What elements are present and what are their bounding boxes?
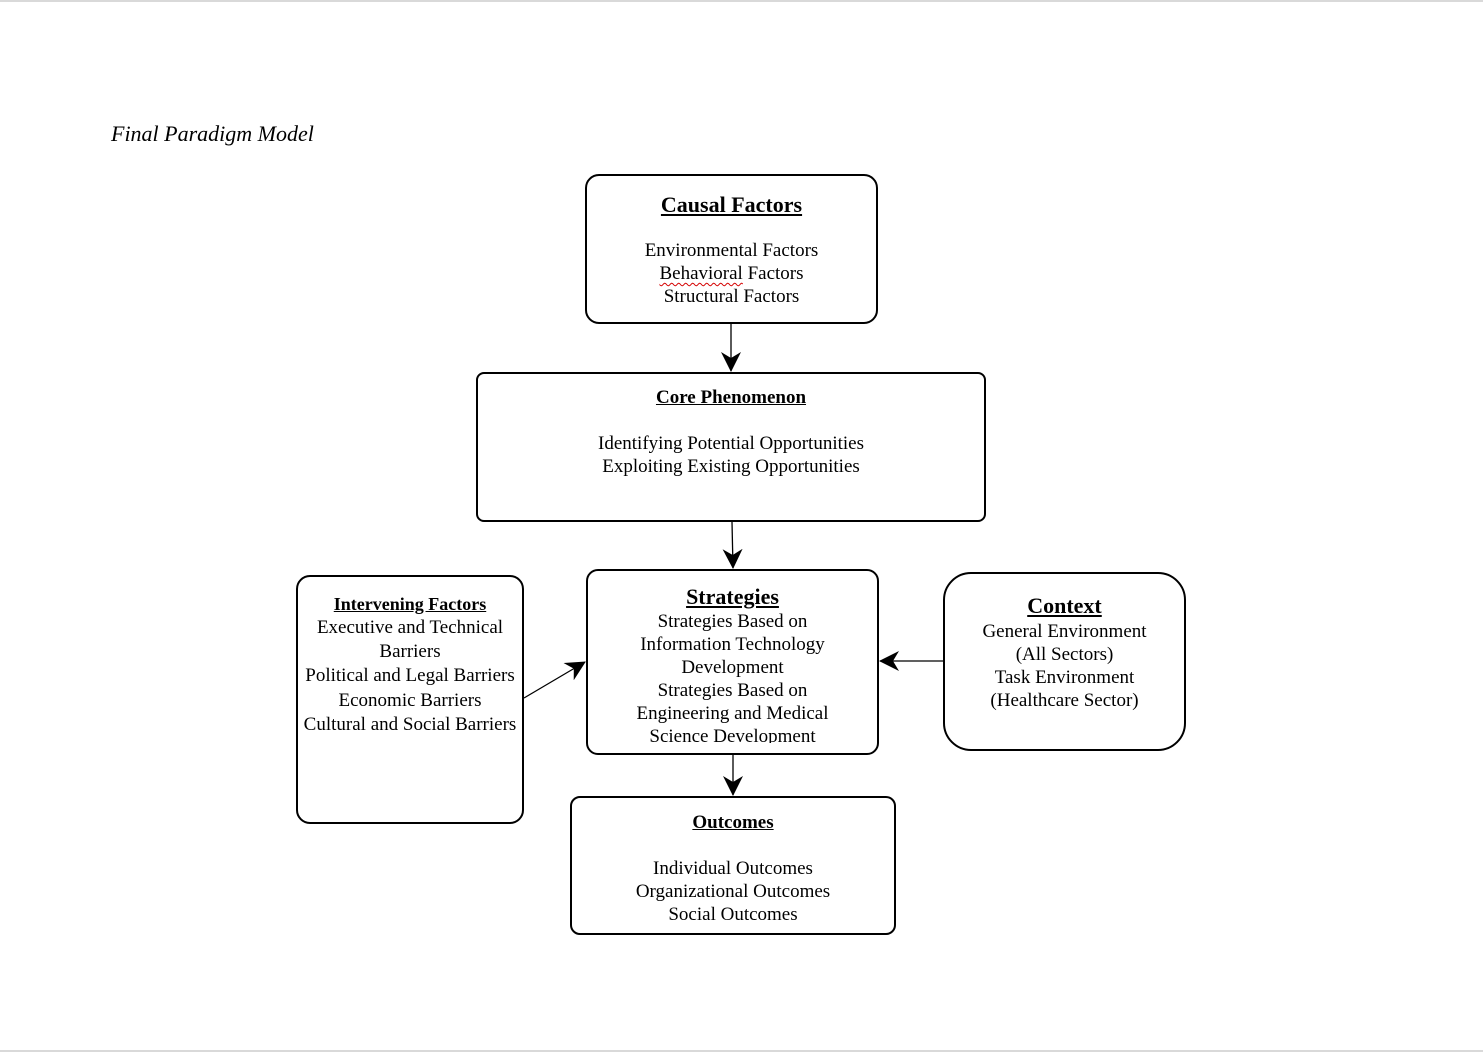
strategy-item: Engineering and Medical	[636, 703, 829, 724]
outcome-item: Organizational Outcomes	[635, 881, 831, 902]
arrow-intervening-to-strategies	[523, 661, 586, 699]
spellcheck-flagged-word: Behavioral	[659, 263, 743, 284]
core-phenomenon-box: Core Phenomenon Identifying Potential Op…	[476, 372, 986, 522]
figure-title: Final Paradigm Model	[111, 121, 314, 146]
outcomes-heading: Outcomes	[692, 812, 774, 833]
context-item: Task Environment	[994, 667, 1135, 688]
strategies-heading: Strategies	[686, 584, 779, 609]
intervening-factor-item: Economic Barriers	[338, 689, 482, 711]
intervening-factor-item: Cultural and Social Barriers	[303, 713, 517, 735]
strategy-item: Development	[681, 657, 784, 678]
core-phenomenon-heading: Core Phenomenon	[655, 387, 807, 408]
context-list: General Environment (All Sectors) Task E…	[945, 620, 1184, 712]
strategy-item: Strategies Based on	[657, 611, 808, 632]
strategy-item: Science Development	[649, 726, 816, 743]
strategy-item: Information Technology	[640, 634, 825, 655]
outcomes-box: Outcomes Individual Outcomes Organizatio…	[570, 796, 896, 935]
strategies-box: Strategies Strategies Based on Informati…	[586, 569, 879, 755]
outcome-item: Social Outcomes	[668, 904, 798, 925]
context-heading: Context	[1027, 593, 1102, 618]
core-phenomenon-item: Exploiting Existing Opportunities	[602, 456, 860, 477]
intervening-factors-heading: Intervening Factors	[333, 594, 487, 614]
outcome-item: Individual Outcomes	[653, 858, 813, 879]
causal-factor-item: Environmental Factors	[644, 240, 819, 261]
intervening-factors-list: Executive and Technical Barriers Politic…	[298, 616, 522, 737]
causal-factors-heading: Causal Factors	[660, 192, 803, 217]
intervening-factors-box: Intervening Factors Executive and Techni…	[296, 575, 524, 824]
strategy-item: Strategies Based on	[657, 680, 808, 701]
core-phenomenon-list: Identifying Potential Opportunities Expl…	[478, 432, 984, 478]
context-item: General Environment	[982, 621, 1147, 642]
context-box: Context General Environment (All Sectors…	[943, 572, 1186, 751]
causal-factors-list: Environmental Factors Behavioral Factors…	[587, 239, 876, 308]
intervening-factor-item: Political and Legal Barriers	[305, 665, 515, 687]
causal-factors-box: Causal Factors Environmental Factors Beh…	[585, 174, 878, 324]
page-bottom-border	[0, 1050, 1483, 1052]
context-item: (Healthcare Sector)	[990, 690, 1139, 711]
context-item: (All Sectors)	[1015, 644, 1114, 665]
core-phenomenon-item: Identifying Potential Opportunities	[598, 433, 864, 454]
causal-factor-item: Behavioral Factors	[587, 262, 876, 285]
intervening-factor-item: Executive and Technical Barriers	[316, 617, 504, 663]
strategies-list: Strategies Based on Information Technolo…	[588, 610, 877, 743]
causal-factor-item: Structural Factors	[663, 286, 800, 307]
arrow-core-to-strategies	[722, 521, 743, 569]
outcomes-list: Individual Outcomes Organizational Outco…	[572, 857, 894, 926]
causal-factor-item-suffix: Factors	[747, 263, 804, 284]
page-top-border	[0, 0, 1483, 2]
